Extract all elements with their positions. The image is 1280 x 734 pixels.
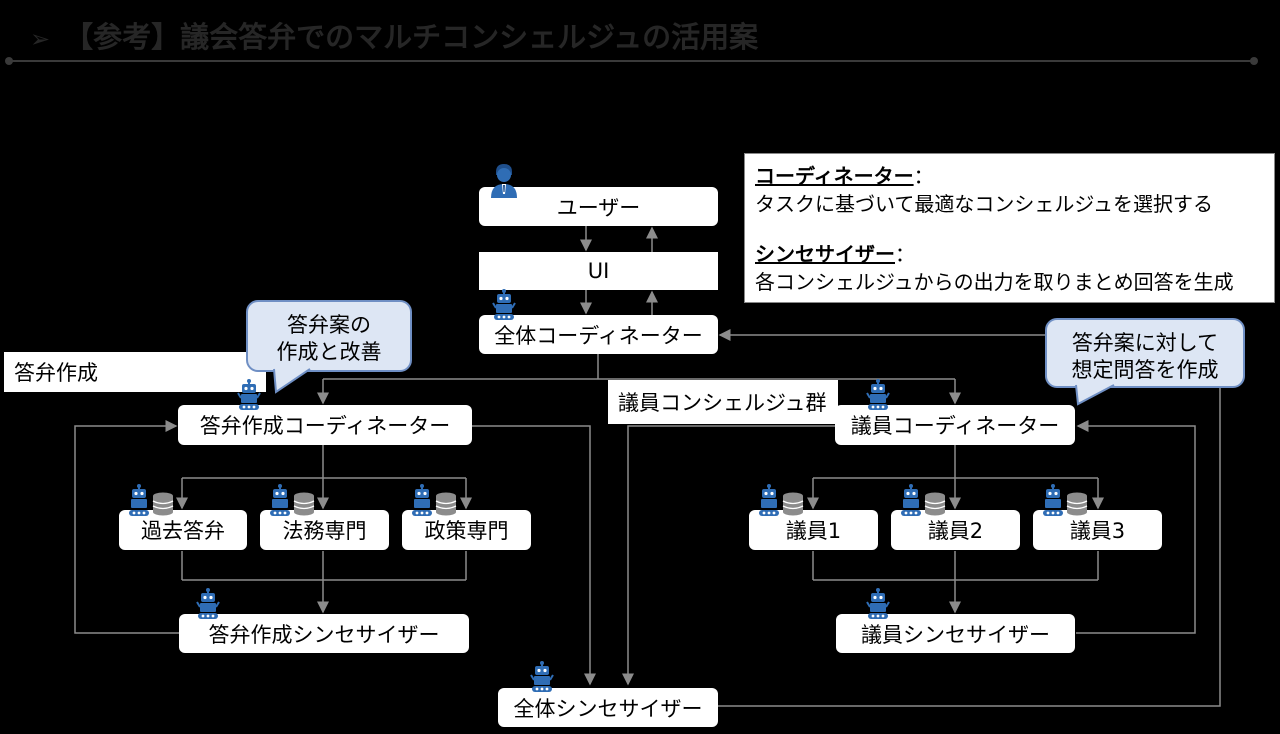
- legend-colon: ：: [895, 242, 915, 266]
- node-legal-label: 法務専門: [282, 519, 367, 543]
- legend-coordinator-desc: タスクに基づいて最適なコンシェルジュを選択する: [755, 192, 1213, 216]
- robot-icon: [866, 379, 890, 410]
- divider-end-dot: [1250, 57, 1258, 65]
- robot-database-icon: [412, 484, 457, 516]
- callout-line: 答弁案に対して: [1071, 331, 1219, 355]
- node-ui: UI: [479, 252, 718, 290]
- legend-colon: ：: [913, 164, 934, 188]
- page-title: ➢ 【参考】議会答弁でのマルチコンシェルジュの活用案: [30, 14, 758, 56]
- page-title-text: 【参考】議会答弁でのマルチコンシェルジュの活用案: [64, 20, 759, 54]
- node-answer-coordinator-label: 答弁作成コーディネーター: [199, 414, 451, 438]
- node-answer-synthesizer: 答弁作成シンセサイザー: [179, 614, 469, 653]
- node-member-synthesizer-label: 議員シンセサイザー: [861, 622, 1050, 647]
- robot-database-icon: [1043, 484, 1088, 516]
- node-past-answers-label: 過去答弁: [141, 519, 225, 543]
- legend-synthesizer-desc: 各コンシェルジュからの出力を取りまとめ回答を生成: [755, 270, 1234, 294]
- legend-coordinator-heading: コーディネーター: [755, 164, 914, 188]
- answer-group-label: 答弁作成: [4, 352, 266, 392]
- callout-expected-qa: 答弁案に対して 想定問答を作成: [1045, 318, 1245, 388]
- node-answer-coordinator: 答弁作成コーディネーター: [178, 405, 472, 445]
- member-group-label-text: 議員コンシェルジュ群: [618, 391, 827, 415]
- node-policy: 政策専門: [402, 510, 531, 550]
- node-member-coordinator-label: 議員コーディネーター: [850, 414, 1060, 438]
- node-global-coordinator-label: 全体コーディネーター: [494, 323, 703, 348]
- robot-database-icon: [901, 484, 946, 516]
- node-member3: 議員3: [1033, 510, 1162, 550]
- bullet-arrow-icon: ➢: [30, 25, 51, 53]
- callout-line: 作成と改善: [276, 340, 382, 364]
- node-past-answers: 過去答弁: [119, 510, 247, 550]
- callout-line: 答弁案の: [287, 313, 371, 337]
- node-global-coordinator: 全体コーディネーター: [479, 315, 718, 354]
- node-member2: 議員2: [891, 510, 1020, 550]
- node-member-synthesizer: 議員シンセサイザー: [836, 614, 1075, 653]
- node-user: ユーザー: [479, 187, 718, 226]
- node-user-label: ユーザー: [556, 195, 641, 220]
- robot-database-icon: [129, 484, 174, 516]
- callout-line: 想定問答を作成: [1071, 358, 1219, 382]
- legend-box: コーディネーター： タスクに基づいて最適なコンシェルジュを選択する シンセサイザ…: [744, 153, 1275, 303]
- callout-tail: [1075, 384, 1115, 406]
- node-policy-label: 政策専門: [424, 519, 509, 543]
- robot-icon: [196, 588, 220, 619]
- node-ui-label: UI: [587, 259, 610, 283]
- node-global-synthesizer-label: 全体シンセサイザー: [513, 696, 703, 721]
- node-member3-label: 議員3: [1069, 519, 1126, 543]
- user-icon: [491, 164, 517, 198]
- node-member1: 議員1: [749, 510, 878, 550]
- callout-tail: [273, 368, 311, 394]
- member-group-label: 議員コンシェルジュ群: [608, 380, 838, 424]
- legend-synthesizer-heading: シンセサイザー: [755, 242, 895, 266]
- robot-database-icon: [759, 484, 804, 516]
- edge-member-to-global-synth: [622, 425, 835, 686]
- callout-answer-draft: 答弁案の 作成と改善: [246, 300, 412, 372]
- divider-end-dot: [5, 57, 13, 65]
- edge-answer-to-global-synth: [472, 425, 596, 686]
- node-member-coordinator: 議員コーディネーター: [835, 405, 1075, 445]
- edge-global-synth-to-coordinator: [718, 329, 1221, 707]
- node-member2-label: 議員2: [927, 519, 984, 543]
- edge-member-feedback-loop: [1076, 420, 1196, 634]
- title-divider: [8, 60, 1256, 62]
- robot-icon: [530, 661, 554, 692]
- robot-database-icon: [270, 484, 315, 516]
- edge-answer-feedback-loop: [74, 420, 179, 634]
- node-answer-synthesizer-label: 答弁作成シンセサイザー: [208, 622, 440, 647]
- node-legal: 法務専門: [260, 510, 389, 550]
- robot-icon: [237, 379, 261, 410]
- node-global-synthesizer: 全体シンセサイザー: [498, 688, 718, 727]
- robot-icon: [866, 588, 890, 619]
- answer-group-label-text: 答弁作成: [14, 361, 98, 385]
- node-member1-label: 議員1: [785, 519, 842, 543]
- robot-icon: [492, 289, 516, 320]
